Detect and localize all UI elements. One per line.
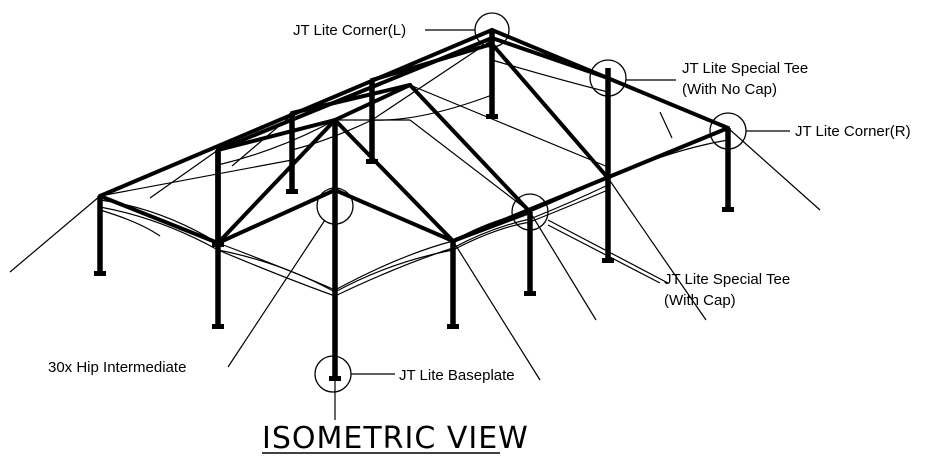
callout-baseplate: JT Lite Baseplate (399, 367, 515, 384)
frame-posts (97, 30, 731, 378)
callout-special-tee-no-cap-line1: JT Lite Special Tee (682, 60, 808, 77)
callout-hip-intermediate: 30x Hip Intermediate (48, 359, 186, 376)
special-tee-no-cap-detail-circle (589, 59, 627, 97)
callout-special-tee-no-cap-line2: (With No Cap) (682, 81, 777, 98)
baseplates (94, 114, 734, 381)
callout-labels: JT Lite Corner(L) JT Lite Special Tee (W… (48, 22, 911, 384)
callout-special-tee-cap-line1: JT Lite Special Tee (664, 271, 790, 288)
callout-corner-left: JT Lite Corner(L) (293, 22, 406, 39)
hip-intermediate-detail-circle (316, 187, 354, 225)
callout-special-tee-cap-line2: (With Cap) (664, 292, 736, 309)
special-tee-cap-detail-circle (511, 193, 549, 231)
callout-corner-right: JT Lite Corner(R) (795, 123, 911, 140)
view-title: ISOMETRIC VIEW (262, 421, 529, 456)
leader-lines (227, 29, 790, 375)
frame-beams (98, 28, 730, 245)
drawing-title: ISOMETRIC VIEW (262, 421, 529, 456)
extension-lines (9, 127, 821, 420)
